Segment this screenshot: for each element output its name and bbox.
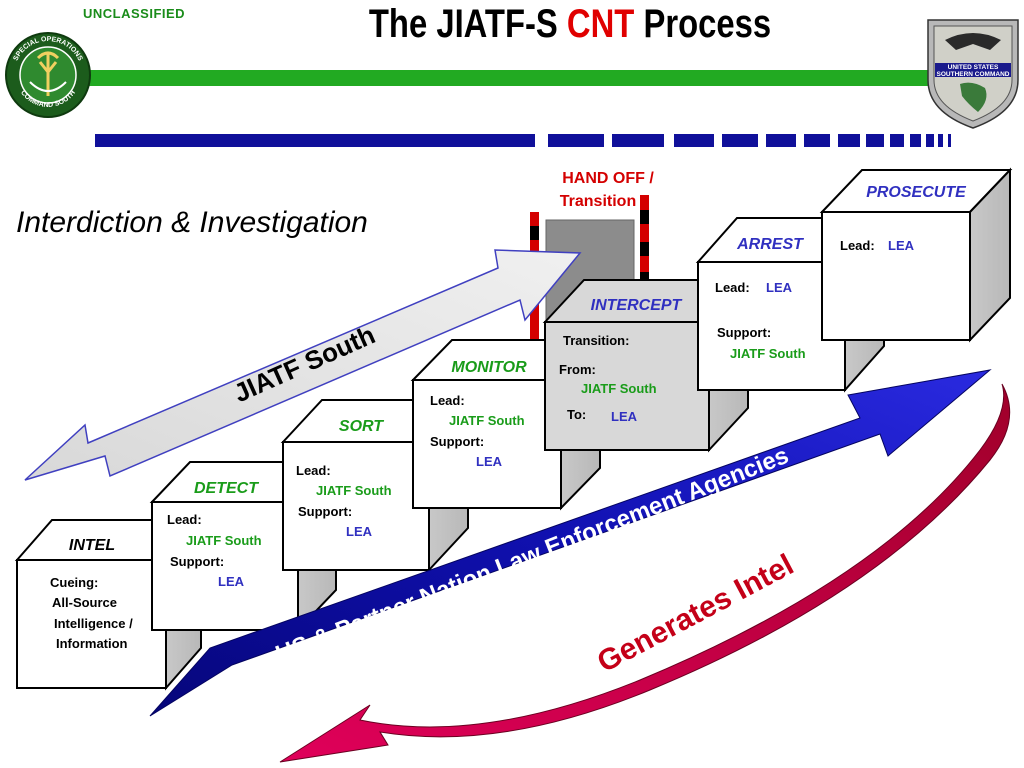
- intercept-from: From:: [559, 362, 596, 377]
- seal-line-1: UNITED STATES: [948, 64, 999, 71]
- title-part-1: The JIATF-S: [368, 2, 567, 46]
- arrest-support: Support:: [717, 325, 771, 340]
- handoff-line-2: Transition: [560, 193, 636, 210]
- handoff-line-1: HAND OFF /: [562, 170, 654, 187]
- intel-line-3: Intelligence /: [54, 616, 133, 631]
- step-prosecute-name: PROSECUTE: [866, 184, 967, 201]
- step-prosecute: PROSECUTE Lead: LEA: [819, 167, 1013, 343]
- step-intercept: INTERCEPT Transition: From: JIATF South …: [542, 277, 751, 453]
- southcom-seal: UNITED STATES SOUTHERN COMMAND: [927, 19, 1019, 129]
- title-highlight: CNT: [566, 2, 635, 46]
- prosecute-lead-org: LEA: [888, 238, 915, 253]
- monitor-support: Support:: [430, 434, 484, 449]
- arrest-lead-org: LEA: [766, 280, 793, 295]
- sort-support-org: LEA: [346, 524, 373, 539]
- intel-line-1: Cueing:: [50, 575, 98, 590]
- intercept-transition: Transition:: [563, 333, 629, 348]
- step-monitor-name: MONITOR: [451, 359, 527, 376]
- seal-line-2: SOUTHERN COMMAND: [937, 71, 1010, 78]
- arrest-support-org: JIATF South: [730, 346, 806, 361]
- page-title: The JIATF-S CNT Process: [308, 2, 833, 47]
- step-intel-name: INTEL: [69, 537, 115, 554]
- step-detect-name: DETECT: [194, 480, 259, 497]
- intercept-from-org: JIATF South: [581, 381, 657, 396]
- intercept-to: To:: [567, 407, 586, 422]
- step-sort-name: SORT: [339, 418, 384, 435]
- special-operations-seal: SPECIAL OPERATIONS COMMAND SOUTH: [5, 32, 91, 118]
- detect-support: Support:: [170, 554, 224, 569]
- classification-label: UNCLASSIFIED: [83, 6, 186, 21]
- sort-lead-org: JIATF South: [316, 483, 392, 498]
- detect-support-org: LEA: [218, 574, 245, 589]
- sort-lead: Lead:: [296, 463, 331, 478]
- monitor-lead-org: JIATF South: [449, 413, 525, 428]
- intercept-to-org: LEA: [611, 409, 638, 424]
- header-rules: [65, 70, 951, 147]
- monitor-support-org: LEA: [476, 454, 503, 469]
- title-part-2: Process: [634, 2, 772, 46]
- prosecute-lead: Lead:: [840, 238, 875, 253]
- arrest-lead: Lead:: [715, 280, 750, 295]
- intel-line-4: Information: [56, 636, 128, 651]
- monitor-lead: Lead:: [430, 393, 465, 408]
- detect-lead: Lead:: [167, 512, 202, 527]
- step-intercept-name: INTERCEPT: [591, 297, 683, 314]
- subtitle: Interdiction & Investigation: [16, 206, 368, 239]
- step-arrest-name: ARREST: [736, 236, 804, 253]
- detect-lead-org: JIATF South: [186, 533, 262, 548]
- intel-line-2: All-Source: [52, 595, 117, 610]
- sort-support: Support:: [298, 504, 352, 519]
